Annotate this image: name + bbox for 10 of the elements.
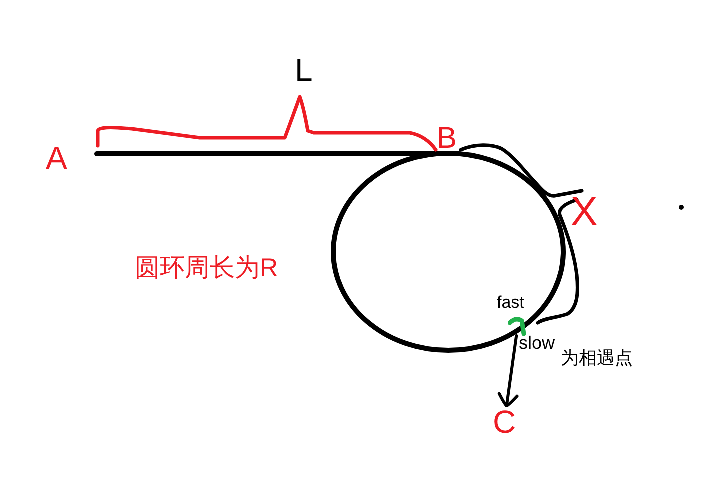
note-text: 圆环周长为R — [135, 256, 278, 281]
pointer-label: slow — [519, 334, 556, 352]
pointer-label: fast — [497, 294, 524, 311]
variable-label: L — [295, 54, 313, 86]
point-label: C — [493, 406, 516, 438]
point-label: A — [46, 142, 68, 174]
note-text: 为相遇点 — [561, 349, 633, 367]
variable-label: X — [571, 192, 598, 232]
point-label: B — [437, 124, 458, 154]
marker-icon — [508, 316, 528, 336]
